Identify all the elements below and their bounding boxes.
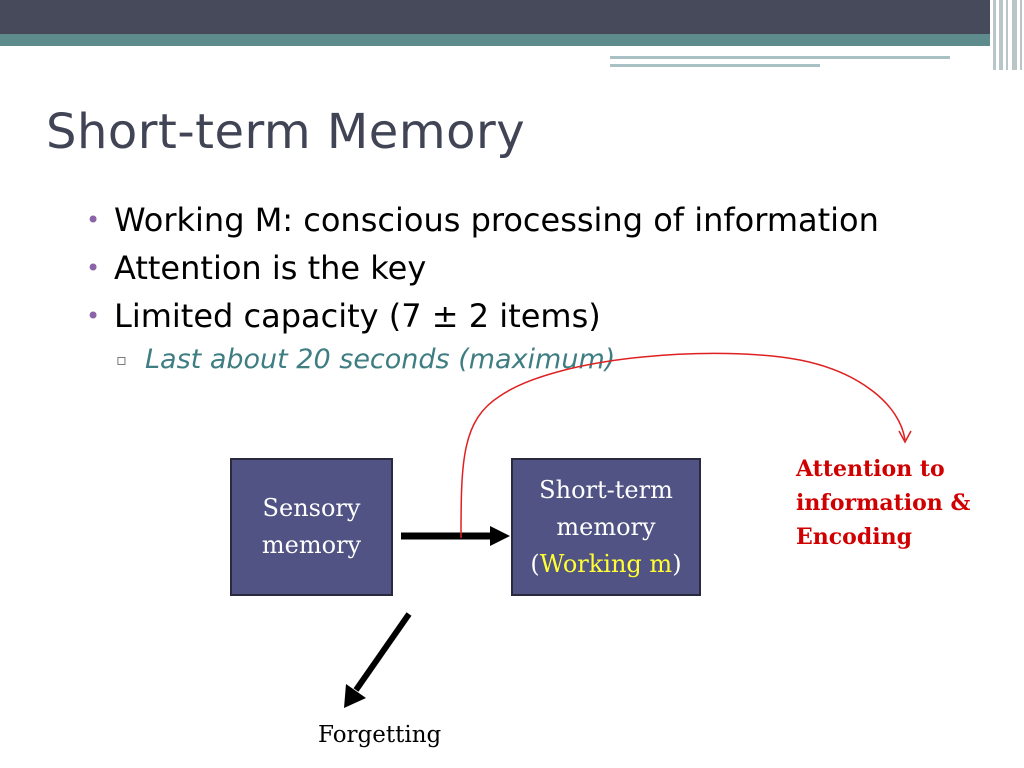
forgetting-arrow — [344, 612, 412, 708]
stm-box-line: memory — [556, 512, 656, 541]
sensory-to-stm-arrow — [401, 526, 510, 546]
bullet-item: • Working M: conscious processing of inf… — [86, 196, 1016, 244]
attention-annotation: Attention to information & Encoding — [796, 452, 1024, 554]
accent-line-upper — [610, 56, 950, 59]
bullet-dot-icon: • — [86, 254, 101, 282]
sensory-memory-box: Sensory memory — [230, 458, 393, 596]
corner-decoration — [990, 0, 1024, 70]
annotation-line: Attention to — [796, 456, 945, 482]
header-band — [0, 0, 1024, 34]
accent-band — [0, 34, 1024, 46]
bullet-text: Attention is the key — [114, 249, 427, 287]
sub-bullet-text: Last about 20 seconds (maximum) — [145, 344, 616, 375]
open-paren: ( — [530, 549, 540, 578]
annotation-line: Encoding — [796, 524, 912, 550]
bullet-item: • Limited capacity (7 ± 2 items) — [86, 292, 1016, 340]
annotation-line: information & — [796, 490, 971, 516]
attention-curve-arrow — [460, 352, 912, 539]
bullet-item: • Attention is the key — [86, 244, 1016, 292]
square-bullet-icon: ▫ — [116, 350, 127, 369]
sensory-box-line: Sensory — [262, 494, 361, 522]
stm-box-line: Short-term — [539, 475, 673, 504]
accent-line-lower — [610, 64, 820, 67]
sub-bullet-item: ▫ Last about 20 seconds (maximum) — [116, 340, 1016, 380]
slide-title: Short-term Memory — [46, 104, 526, 160]
close-paren: ) — [672, 549, 682, 578]
bullet-list: • Working M: conscious processing of inf… — [86, 196, 1016, 380]
bullet-dot-icon: • — [86, 302, 101, 330]
bullet-text: Working M: conscious processing of infor… — [114, 201, 879, 239]
forgetting-label: Forgetting — [318, 722, 442, 748]
working-memory-highlight: Working m — [539, 549, 673, 578]
bullet-dot-icon: • — [86, 206, 101, 234]
sensory-box-line: memory — [261, 531, 362, 559]
stm-box-line: (Working m) — [513, 546, 699, 583]
bullet-text: Limited capacity (7 ± 2 items) — [114, 297, 601, 335]
short-term-memory-box: Short-term memory (Working m) — [511, 458, 701, 596]
